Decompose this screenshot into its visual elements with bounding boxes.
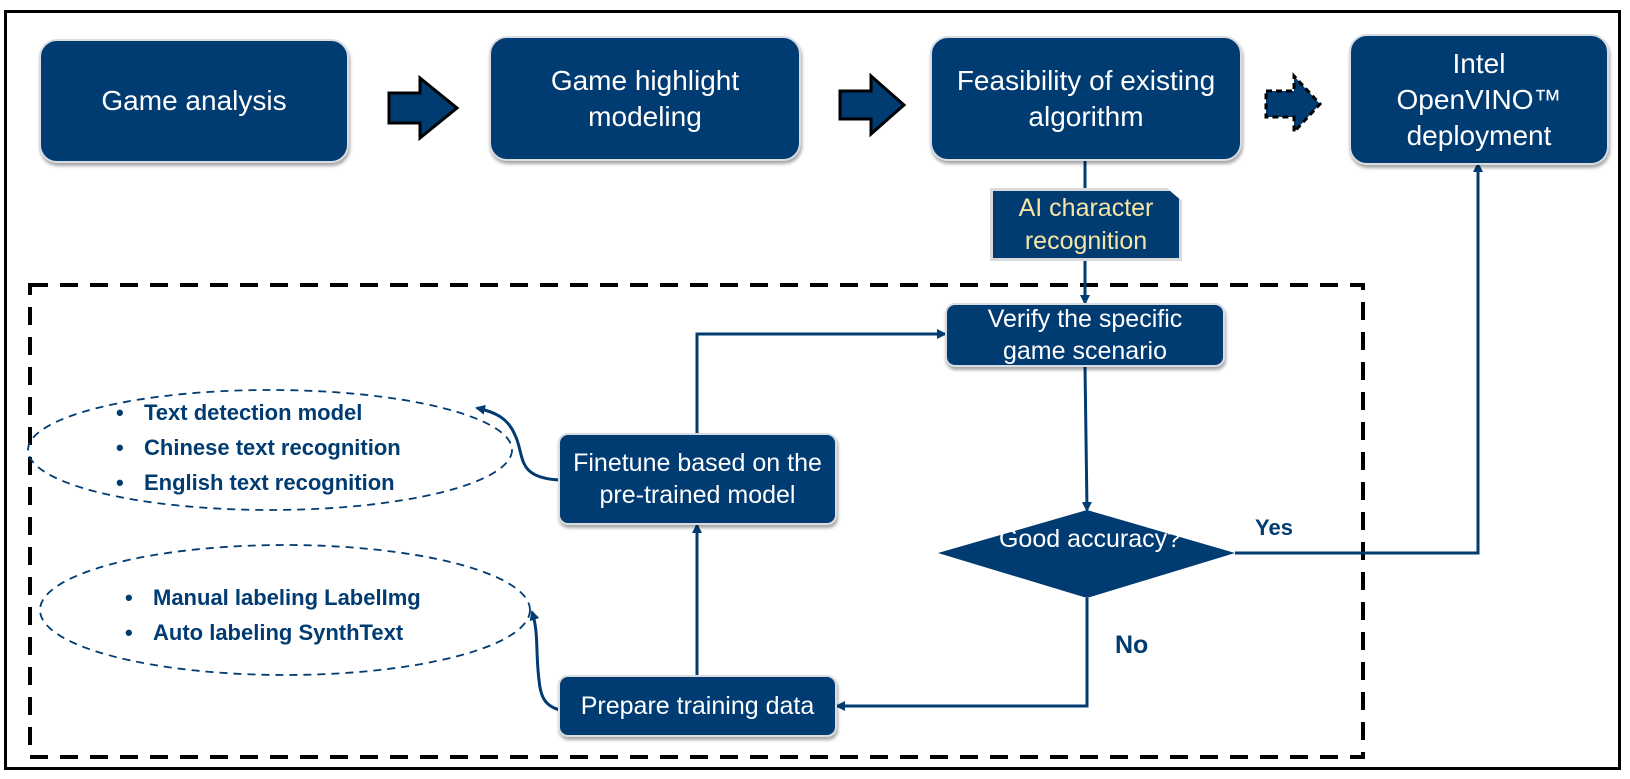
verify-game-scenario-box: Verify the specific game scenario (945, 303, 1225, 367)
decision-label: Good accuracy? (998, 525, 1182, 553)
step-label: Feasibility of existing algorithm (956, 64, 1216, 132)
step-feasibility: Feasibility of existing algorithm (930, 36, 1242, 161)
step-openvino-deployment: Intel OpenVINO™ deployment (1349, 34, 1609, 165)
step-game-highlight-modeling: Game highlight modeling (489, 36, 801, 161)
model-note-item: English text recognition (116, 465, 401, 500)
step-label: Game analysis (101, 85, 287, 116)
verify-label: Verify the specific game scenario (987, 305, 1183, 365)
yes-label: Yes (1255, 515, 1293, 540)
step-game-analysis: Game analysis (39, 39, 349, 163)
model-note-item: Text detection model (116, 395, 401, 430)
step-label: Intel OpenVINO™ deployment (1396, 47, 1562, 151)
prepare-training-data-box: Prepare training data (558, 675, 837, 737)
step-label: Game highlight modeling (550, 64, 740, 132)
callout-label: AI character recognition (1018, 193, 1154, 255)
finetune-box: Finetune based on the pre-trained model (558, 433, 837, 525)
no-label: No (1115, 631, 1149, 659)
ai-character-recognition-callout: AI character recognition (990, 188, 1182, 261)
data-note-item: Manual labeling LabelImg (125, 580, 421, 615)
model-notes-list: Text detection model Chinese text recogn… (116, 395, 401, 500)
data-note-item: Auto labeling SynthText (125, 615, 421, 650)
prepare-label: Prepare training data (580, 692, 815, 720)
model-note-item: Chinese text recognition (116, 430, 401, 465)
data-notes-list: Manual labeling LabelImg Auto labeling S… (125, 580, 421, 650)
finetune-label: Finetune based on the pre-trained model (573, 449, 822, 509)
diagram-frame (4, 10, 1621, 770)
